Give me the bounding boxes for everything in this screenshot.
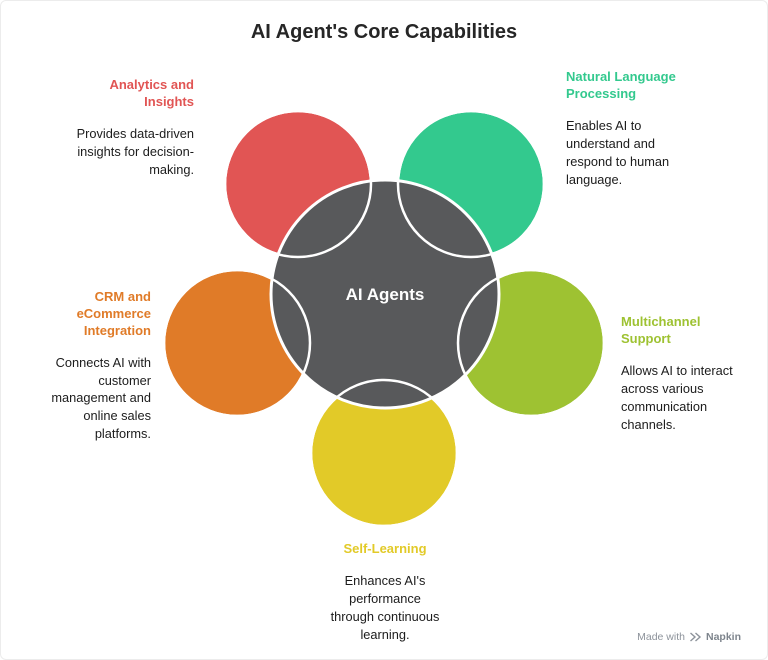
capability-selflearning-label: Self-Learning	[343, 541, 427, 556]
page-title: AI Agent's Core Capabilities	[250, 21, 518, 43]
capability-crm-label: CRM and eCommerce Integration	[76, 289, 151, 338]
multichannel-circle-outline	[456, 268, 606, 418]
watermark-brand: Napkin	[705, 631, 741, 643]
napkin-logo-icon	[690, 632, 702, 642]
capability-selflearning: Self-Learning Enhances AI's performance …	[285, 541, 485, 644]
capability-analytics-description: Provides data-driven insights for decisi…	[76, 125, 194, 177]
petal-outlines	[162, 109, 606, 528]
capability-nlp-label: Natural Language Processing	[566, 69, 676, 101]
center-circle	[269, 178, 501, 410]
watermark: Made with Napkin	[637, 631, 741, 643]
capability-crm: CRM and eCommerce Integration Connects A…	[1, 289, 151, 443]
capability-nlp: Natural Language Processing Enables AI t…	[566, 69, 706, 188]
nlp-circle-outline	[396, 109, 546, 259]
crm-circle-outline	[162, 268, 312, 418]
center-label: AI Agents	[346, 285, 425, 304]
capability-multichannel-description: Allows AI to interact across various com…	[621, 362, 733, 432]
capability-multichannel-label: Multichannel Support	[621, 314, 701, 346]
analytics-circle-outline	[223, 109, 373, 259]
capability-analytics: Analytics and Insights Provides data-dri…	[24, 77, 194, 179]
capability-nlp-description: Enables AI to understand and respond to …	[566, 117, 670, 187]
capability-multichannel: Multichannel Support Allows AI to intera…	[621, 314, 761, 433]
watermark-prefix: Made with	[637, 631, 685, 643]
capability-crm-description: Connects AI with customer management and…	[51, 354, 151, 442]
capability-selflearning-description: Enhances AI's performance through contin…	[330, 572, 440, 642]
capability-analytics-label: Analytics and Insights	[109, 77, 194, 109]
selflearning-circle-outline	[309, 378, 459, 528]
